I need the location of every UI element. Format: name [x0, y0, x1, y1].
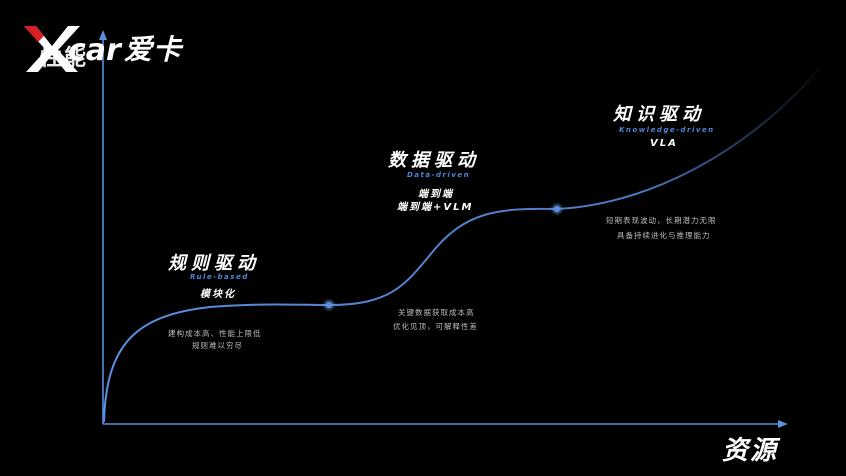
y-axis-label: 性能 — [40, 46, 89, 71]
stage-3-title: 知识驱动 — [613, 104, 705, 125]
y-axis-arrow — [99, 30, 107, 40]
stage-3-desc-line-2: 具备持续进化与推理能力 — [617, 231, 711, 240]
stage-1-desc-line-1: 建构成本高、性能上限低 — [168, 329, 262, 338]
stage-2-desc-line-1: 关键数据获取成本高 — [398, 308, 475, 317]
stage-2-title: 数据驱动 — [388, 150, 480, 171]
transition-dot-2 — [554, 206, 560, 212]
stage-2-detail-2: 端到端+VLM — [397, 202, 474, 213]
stage-1-desc-line-2: 规则难以穷尽 — [192, 341, 243, 350]
stage-1-subtitle: Rule-based — [190, 273, 249, 281]
x-axis-arrow — [778, 420, 788, 428]
stage-1-title: 规则驱动 — [168, 253, 260, 274]
xcar-logo-icon: car — [24, 26, 123, 72]
stage-2-subtitle: Data-driven — [407, 171, 471, 179]
transition-dot-1 — [326, 302, 332, 308]
capability-curve — [103, 67, 821, 423]
stage-3-desc-line-1: 短期表现波动，长期潜力无限 — [606, 216, 717, 225]
svg-text:car: car — [68, 33, 123, 68]
x-axis-label: 资源 — [722, 436, 779, 466]
brand-logo-text: 爱卡 — [124, 33, 183, 66]
brand-logo: car 爱卡 — [22, 22, 182, 74]
stage-1-detail-1: 模块化 — [200, 289, 236, 300]
stage-2-detail-1: 端到端 — [418, 189, 454, 200]
stage-3-detail-1: VLA — [650, 138, 678, 149]
stage-3-subtitle: Knowledge-driven — [619, 126, 715, 134]
stage-2-desc-line-2: 优化见顶，可解释性差 — [393, 322, 478, 331]
